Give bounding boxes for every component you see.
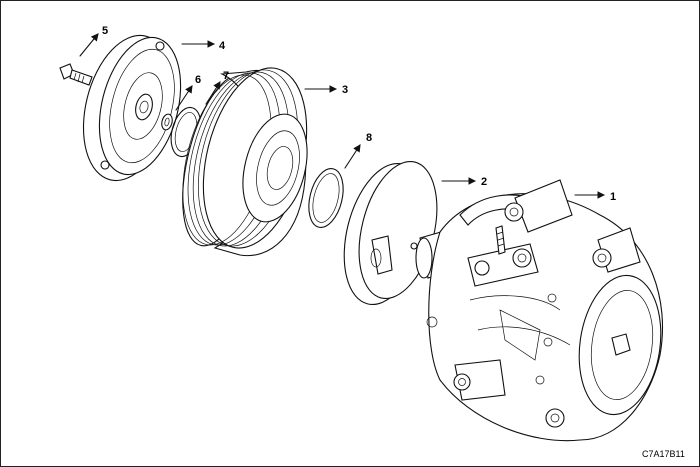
callout-6: 6: [195, 74, 201, 86]
washer: [161, 113, 173, 131]
pulley: [182, 67, 308, 257]
bolt: [59, 63, 93, 86]
callout-1: 1: [610, 191, 616, 203]
clutch-hub-plate: [82, 34, 182, 182]
callout-5: 5: [102, 25, 108, 37]
callout-8: 8: [366, 132, 372, 144]
callout-2: 2: [481, 176, 487, 188]
callout-7: 7: [223, 70, 229, 82]
leader-lines: [79, 33, 606, 199]
figure-code: C7A17B11: [642, 449, 685, 459]
snap-ring: [308, 168, 344, 228]
callout-4: 4: [219, 40, 226, 52]
callout-3: 3: [342, 84, 348, 96]
compressor-body: [415, 179, 663, 442]
